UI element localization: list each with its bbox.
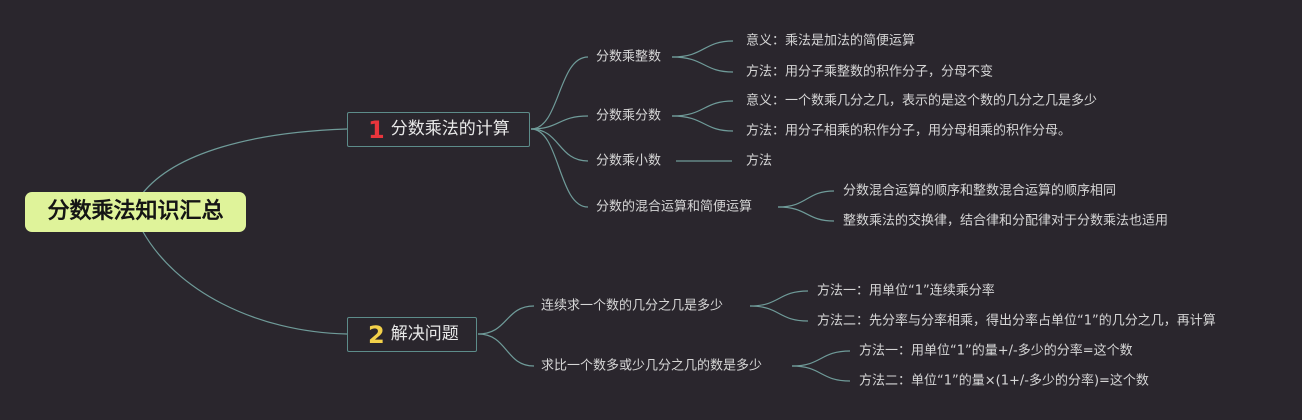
connector-branch-2-topic-2 xyxy=(477,333,535,367)
connector-topic-1-leaf-2 xyxy=(671,56,734,73)
leaf-node[interactable]: 方法二：单位“1”的量×(1+/-多少的分率)=这个数 xyxy=(859,373,1149,389)
topic-node[interactable]: 分数乘分数 xyxy=(596,108,662,124)
leaf-node[interactable]: 方法二：先分率与分率相乘，得出分率占单位“1”的几分之几，再计算 xyxy=(817,313,1216,329)
connector-topic-2-leaf-2 xyxy=(671,115,734,132)
branch-title: 分数乘法的计算 xyxy=(390,119,510,139)
connector-topic-6-leaf-1 xyxy=(791,350,851,367)
topic-node[interactable]: 求比一个数多或少几分之几的数是多少 xyxy=(541,358,763,374)
connector-topic-5-leaf-2 xyxy=(749,305,809,322)
leaf-node[interactable]: 意义：一个数乘几分之几，表示的是这个数的几分之几是多少 xyxy=(746,93,1098,109)
leaf-node[interactable]: 意义：乘法是加法的简便运算 xyxy=(746,33,916,49)
topic-node[interactable]: 分数乘整数 xyxy=(596,49,662,65)
connector-branch-1-topic-2 xyxy=(530,115,589,130)
leaf-node[interactable]: 方法一：用单位“1”连续乘分率 xyxy=(817,283,995,299)
connector-topic-4-leaf-2 xyxy=(777,206,835,222)
connector-topic-6-leaf-2 xyxy=(791,365,851,382)
branch-title: 解决问题 xyxy=(390,324,459,344)
branch-number-1: 1 xyxy=(368,115,385,144)
root-title: 分数乘法知识汇总 xyxy=(47,199,224,224)
leaf-node[interactable]: 方法 xyxy=(746,153,773,169)
connector-topic-2-leaf-1 xyxy=(671,100,734,117)
connector-branch-2-topic-1 xyxy=(477,305,535,335)
leaf-node[interactable]: 方法：用分子相乘的积作分子，用分母相乘的积作分母。 xyxy=(746,123,1072,139)
connector-topic-1-leaf-1 xyxy=(671,40,734,58)
connector-branch-1-topic-1 xyxy=(530,56,589,130)
leaf-node[interactable]: 方法：用分子乘整数的积作分子，分母不变 xyxy=(746,64,994,80)
root-node[interactable]: 分数乘法知识汇总 xyxy=(25,192,246,232)
topic-node[interactable]: 连续求一个数的几分之几是多少 xyxy=(541,298,724,314)
topic-node[interactable]: 分数乘小数 xyxy=(596,153,662,169)
connector-topic-4-leaf-1 xyxy=(777,190,835,208)
branch-node-multiplication-calculation[interactable]: 1 分数乘法的计算 xyxy=(347,112,530,147)
leaf-node[interactable]: 整数乘法的交换律，结合律和分配律对于分数乘法也适用 xyxy=(843,213,1169,229)
leaf-node[interactable]: 分数混合运算的顺序和整数混合运算的顺序相同 xyxy=(843,183,1117,199)
connector-root-branch-2 xyxy=(141,229,348,335)
connector-topic-5-leaf-1 xyxy=(749,290,809,307)
leaf-node[interactable]: 方法一：用单位“1”的量+/-多少的分率=这个数 xyxy=(859,343,1133,359)
topic-node[interactable]: 分数的混合运算和简便运算 xyxy=(596,199,753,215)
branch-number-2: 2 xyxy=(368,320,385,349)
connector-branch-1-topic-3 xyxy=(530,128,589,162)
branch-node-problem-solving[interactable]: 2 解决问题 xyxy=(347,317,477,352)
connector-root-branch-1 xyxy=(141,128,348,195)
connector-branch-1-topic-4 xyxy=(530,128,589,208)
